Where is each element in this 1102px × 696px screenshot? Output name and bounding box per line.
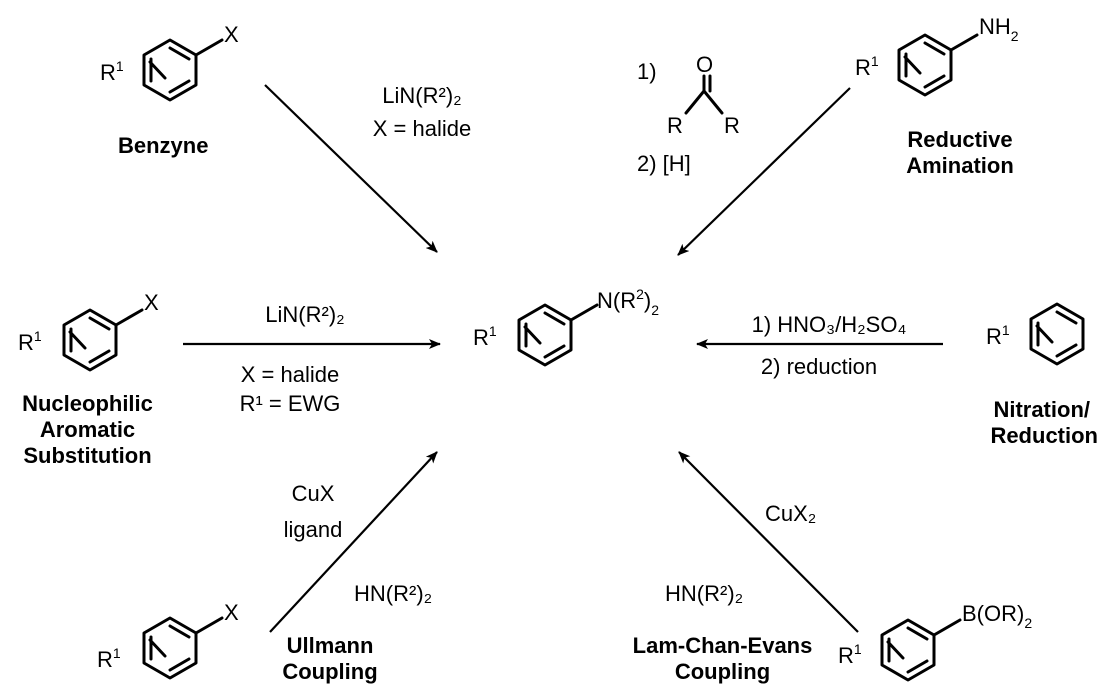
- chan-lam-title-line1: Lam-Chan-Evans: [632, 633, 813, 658]
- reductive-step2: 2) [H]: [637, 151, 691, 176]
- snar-reagent: LiN(R²)₂: [265, 302, 345, 327]
- r1-label: R1: [97, 645, 121, 672]
- ullmann-catalyst: CuX: [291, 481, 335, 506]
- nitration-title-line2: Reduction: [990, 423, 1098, 448]
- nr2-label: N(R2)2: [597, 286, 659, 318]
- chan-lam-arrow: [678, 451, 859, 633]
- reductive-title-line2: Amination: [906, 153, 1014, 178]
- carbonyl-oxygen: O: [696, 52, 713, 77]
- snar-title-line2: Aromatic: [39, 417, 136, 442]
- ketone-structure: O R R: [667, 52, 740, 138]
- snar-substrate: X R1: [18, 290, 159, 372]
- halide-label: X: [224, 22, 239, 47]
- r1-label: R1: [838, 641, 862, 668]
- r1-label: R1: [473, 323, 497, 350]
- ullmann-ligand: ligand: [283, 517, 343, 542]
- ullmann-title-line1: Ullmann: [286, 633, 374, 658]
- benzyne-reagent: LiN(R²)₂: [382, 83, 462, 108]
- nitration-step1: 1) HNO₃/H₂SO₄: [751, 312, 907, 337]
- snar-title-line3: Substitution: [23, 443, 152, 468]
- snar-condition2: R¹ = EWG: [239, 391, 341, 416]
- boronic-ester-substrate: B(OR)2 R1: [838, 601, 1032, 682]
- ullmann-arrow: [269, 451, 438, 633]
- chan-lam-catalyst: CuX₂: [765, 501, 817, 526]
- benzyne-condition: X = halide: [372, 116, 472, 141]
- r1-label: R1: [855, 53, 879, 80]
- chan-lam-title-line2: Coupling: [674, 659, 771, 684]
- snar-title-line1: Nucleophilic: [22, 391, 153, 416]
- ketone-r-left: R: [667, 113, 683, 138]
- r1-label: R1: [18, 328, 42, 355]
- product-arylamine: N(R2)2 R1: [473, 286, 659, 367]
- reductive-title-line1: Reductive: [907, 127, 1013, 152]
- aniline-substrate: NH2 R1: [855, 14, 1019, 97]
- reductive-step1: 1): [637, 59, 657, 84]
- benzene-substrate: R1: [986, 302, 1085, 366]
- ketone-r-right: R: [724, 113, 740, 138]
- nitration-title-line1: Nitration/: [993, 397, 1090, 422]
- ullmann-title-line2: Coupling: [282, 659, 378, 684]
- ullmann-substrate: X R1: [97, 600, 239, 680]
- halide-label: X: [144, 290, 159, 315]
- r1-label: R1: [100, 58, 124, 85]
- snar-condition1: X = halide: [240, 362, 340, 387]
- benzyne-title: Benzyne: [118, 133, 209, 158]
- boronate-label: B(OR)2: [962, 601, 1032, 631]
- r1-label: R1: [986, 322, 1010, 349]
- nh2-label: NH2: [979, 14, 1019, 44]
- halide-label: X: [224, 600, 239, 625]
- benzyne-substrate: X R1: [100, 22, 239, 102]
- reductive-amination-arrow: [677, 87, 851, 256]
- nitration-step2: 2) reduction: [760, 354, 878, 379]
- benzyne-arrow: [264, 84, 438, 253]
- ullmann-amine: HN(R²)₂: [354, 581, 433, 606]
- chan-lam-amine: HN(R²)₂: [665, 581, 744, 606]
